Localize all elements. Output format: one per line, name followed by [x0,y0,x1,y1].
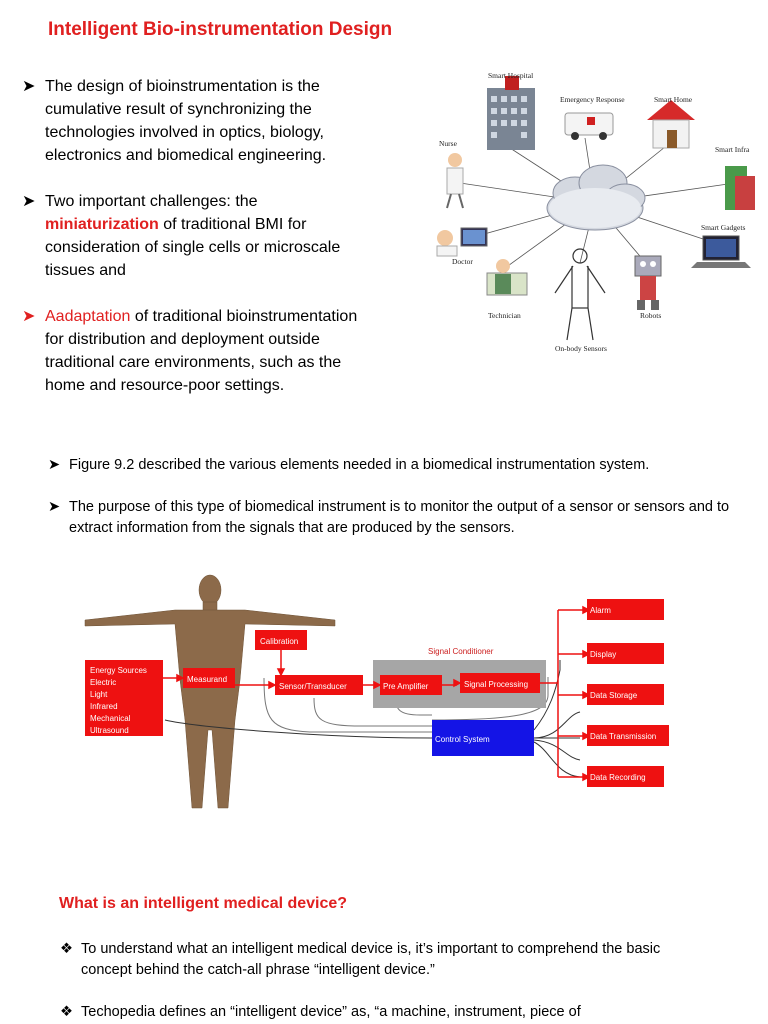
arrow-bullet-icon: ➤ [48,457,61,473]
label-emergency-response: Emergency Response [560,95,625,104]
control-system-box [432,720,534,756]
label-on-body-sensors: On-body Sensors [555,344,607,353]
mid-bullet-1: ➤ Figure 9.2 described the various eleme… [48,455,738,476]
instrumentation-diagram: Signal Conditioner Energy Sources Electr… [84,574,669,809]
energy-light: Light [90,690,108,699]
calibration-label: Calibration [260,637,298,646]
signal-processing-box [460,673,540,693]
pre-amplifier-label: Pre Amplifier [383,682,429,691]
smart-health-network-figure: Smart Hospital Emergency Response Smart … [436,71,755,353]
output-data-transmission-label: Data Transmission [590,732,656,741]
arrow-bullet-icon: ➤ [22,308,36,325]
output-data-storage-label: Data Storage [590,691,638,700]
output-display-box [587,643,664,664]
home-icon [647,100,695,149]
bullet-3: ➤ Aadaptation of traditional bioinstrume… [22,305,372,397]
pre-amplifier-box [380,675,442,695]
energy-ultrasound: Ultrasound [90,726,129,735]
arrow-bullet-icon: ➤ [22,193,36,210]
arrow-bullet-icon: ➤ [22,78,36,95]
energy-sources-box [85,660,163,736]
energy-mechanical: Mechanical [90,714,131,723]
nurse-icon [446,153,464,209]
signal-conditioner-label: Signal Conditioner [428,647,494,656]
label-smart-gadgets: Smart Gadgets [701,223,745,232]
bullet-2-highlight: miniaturization [45,216,159,233]
output-data-recording-box [587,766,664,787]
smart-infra-icon [725,166,755,210]
bullet-3-post: of traditional bioinstrumentation for di… [45,308,358,394]
arrow-bullet-icon: ➤ [48,499,61,515]
label-smart-home: Smart Home [654,95,693,104]
robot-icon [634,255,662,310]
sensor-box [275,675,363,695]
bullet-2: ➤ Two important challenges: the miniatur… [22,190,372,282]
output-data-storage-box [587,684,664,705]
label-smart-infra: Smart Infra [715,145,750,154]
control-system-label: Control System [435,735,490,744]
calibration-box [255,630,307,650]
ambulance-icon [564,112,614,140]
human-body-figure [84,574,336,809]
bullet-1-text: The design of bioinstrumentation is the … [45,78,327,164]
sensor-label: Sensor/Transducer [279,682,347,691]
section-bullet-1-text: To understand what an intelligent medica… [81,941,661,978]
label-technician: Technician [488,311,521,320]
section-heading: What is an intelligent medical device? [59,895,348,912]
technician-icon [486,259,528,296]
laptop-icon [691,235,751,268]
bullet-2-post: of traditional BMI for consideration of … [45,216,341,279]
energy-sources-label: Energy Sources [90,666,147,675]
doctor-icon [436,227,488,257]
bullet-1: ➤ The design of bioinstrumentation is th… [22,75,372,167]
label-doctor: Doctor [452,257,473,266]
bullet-3-highlight: Aadaptation [45,308,131,325]
output-alarm-label: Alarm [590,606,611,615]
mid-bullet-2-text: The purpose of this type of biomedical i… [69,499,730,536]
output-data-transmission-box [587,725,669,746]
page-title: Intelligent Bio-instrumentation Design [48,19,393,40]
output-data-recording-label: Data Recording [590,773,646,782]
section-bullet-1: ❖ To understand what an intelligent medi… [60,939,710,981]
bullet-2-pre: Two important challenges: the [45,193,258,210]
label-smart-hospital: Smart Hospital [488,71,533,80]
label-robots: Robots [640,311,661,320]
diamond-bullet-icon: ❖ [60,941,73,957]
signal-processing-label: Signal Processing [464,680,528,689]
measurand-box [183,668,235,688]
section-bullet-2: ❖ Techopedia defines an “intelligent dev… [60,1002,710,1023]
measurand-label: Measurand [187,675,227,684]
energy-infrared: Infrared [90,702,118,711]
diamond-bullet-icon: ❖ [60,1004,73,1020]
output-display-label: Display [590,650,616,659]
output-alarm-box [587,599,664,620]
label-nurse: Nurse [439,139,458,148]
mid-bullet-2: ➤ The purpose of this type of biomedical… [48,497,738,539]
hospital-icon [487,76,535,150]
energy-electric: Electric [90,678,116,687]
on-body-sensors-icon [554,248,606,341]
section-bullet-2-text: Techopedia defines an “intelligent devic… [81,1004,581,1020]
mid-bullet-1-text: Figure 9.2 described the various element… [69,457,650,473]
